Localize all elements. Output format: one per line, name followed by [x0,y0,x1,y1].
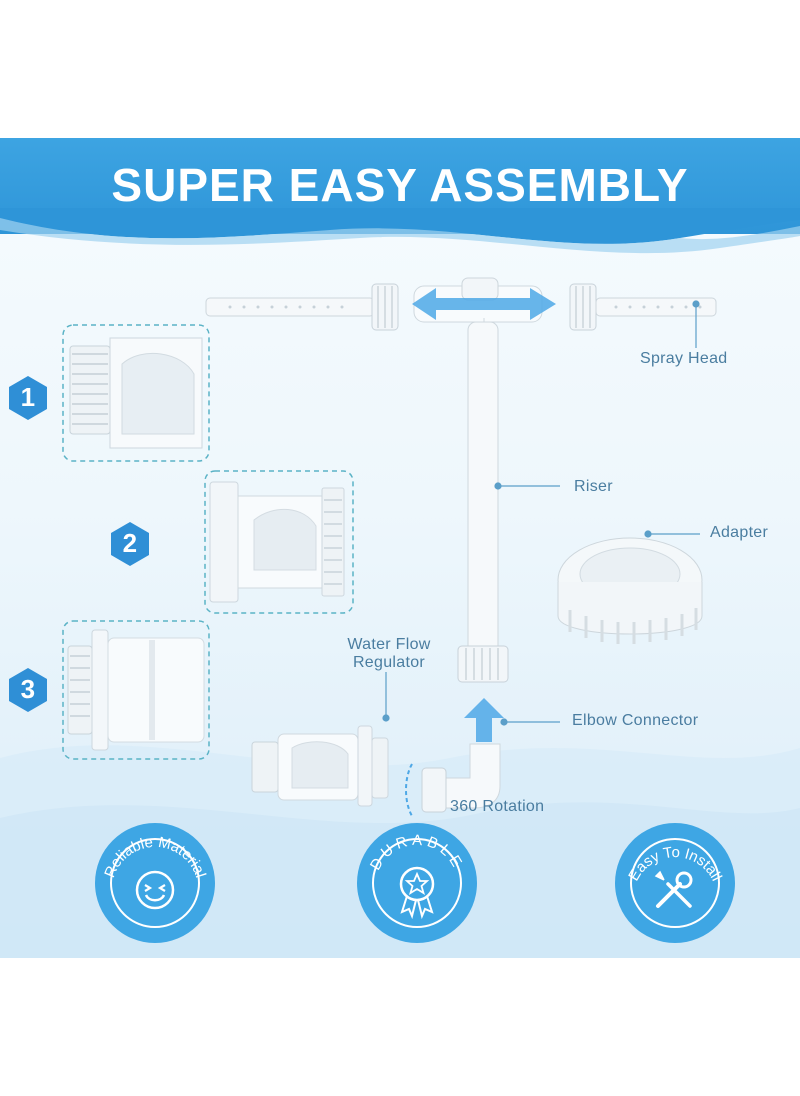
medal-star-icon [399,866,435,920]
step-1-badge [9,376,47,420]
step-2-number: 2 [122,528,138,558]
step-1-part-box [62,324,210,462]
elbow-connector [405,698,504,817]
step-2-part-box [204,470,354,614]
rotation-label: 360 Rotation [450,798,545,815]
step-3-badge [9,668,47,712]
wrench-screwdriver-icon [654,870,693,908]
step-3-part-box [62,620,210,760]
water-flow-regulator-line1: Water Flow [347,636,431,653]
product-image: SUPER EASY ASSEMBLY 1 2 [0,138,800,958]
feature-badge-durable: DURABLE [357,823,477,943]
banner-wave-decoration [0,208,800,254]
feature-badge-easy-to-install: Easy To Install [615,823,735,943]
smiley-icon [135,870,175,910]
adapter-ring [557,537,703,644]
step-2-badge [111,522,149,566]
feature-badge-reliable-material: Reliable Material [95,823,215,943]
water-flow-regulator-line2: Regulator [352,654,426,671]
riser-label: Riser [574,478,613,495]
banner-title: SUPER EASY ASSEMBLY [111,159,689,211]
elbow-connector-label: Elbow Connector [572,712,699,729]
step-3-number: 3 [20,674,36,704]
adapter-label: Adapter [710,524,769,541]
riser-pipe [457,318,509,683]
spray-head-label: Spray Head [640,350,728,367]
water-flow-regulator-label: Water Flow Regulator [334,636,444,672]
water-flow-regulator [251,725,389,807]
step-1-number: 1 [20,382,36,412]
callout-lines [382,300,700,726]
